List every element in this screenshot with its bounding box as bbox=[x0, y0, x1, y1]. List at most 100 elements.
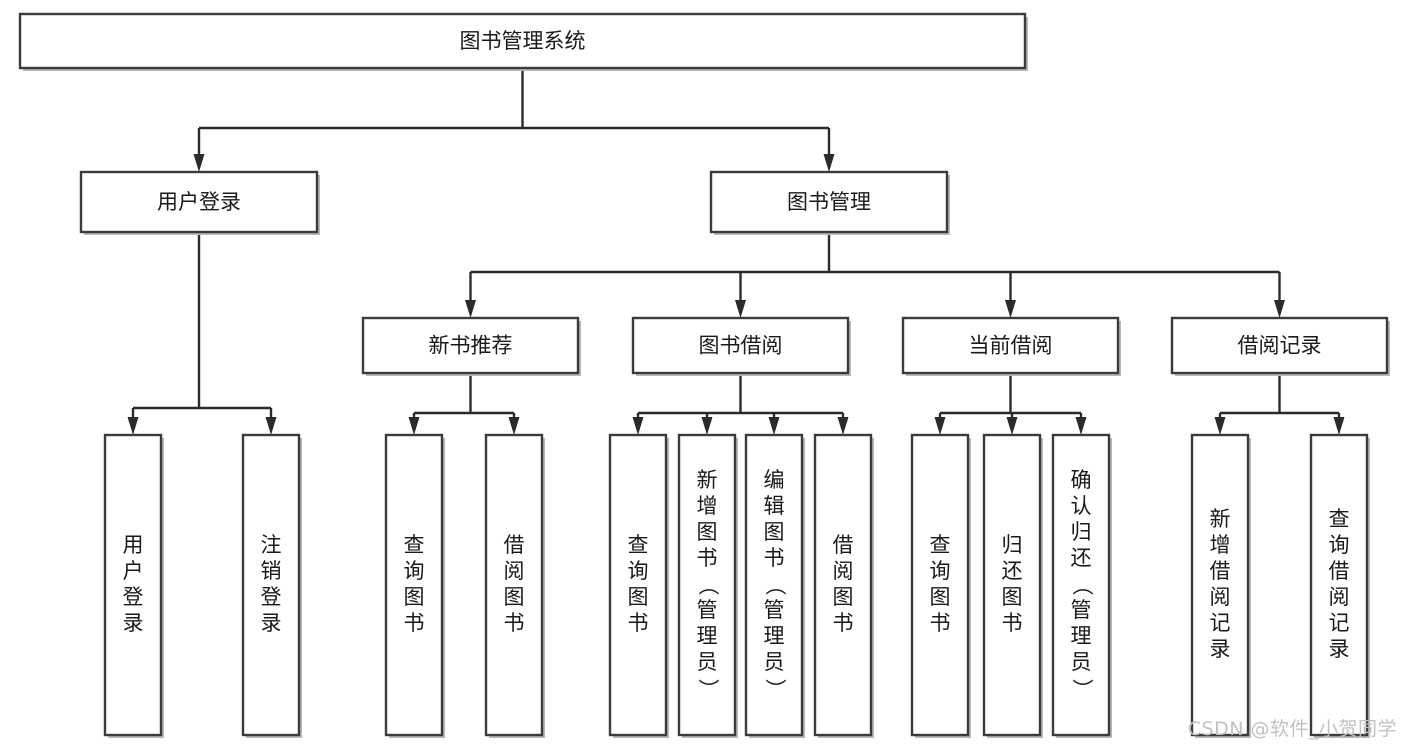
node-label-char: 阅 bbox=[1210, 585, 1231, 609]
node-label-char: 询 bbox=[1329, 533, 1350, 557]
node-label-char: 查 bbox=[404, 533, 425, 557]
node-l2-user-login[interactable]: 用户登录 bbox=[79, 170, 320, 235]
node-label-char: 辑 bbox=[764, 494, 785, 518]
box-outline bbox=[361, 316, 580, 375]
box-outline bbox=[1051, 433, 1111, 737]
node-label-char: 借 bbox=[504, 533, 525, 557]
node-label-char: 图 bbox=[697, 520, 718, 544]
arrow-head bbox=[193, 154, 205, 172]
node-label-char: 录 bbox=[261, 611, 282, 635]
node-label: 用户登录 bbox=[157, 190, 241, 214]
arrow-head bbox=[408, 417, 420, 435]
node-label-char: 图 bbox=[833, 585, 854, 609]
node-label-char: ） bbox=[696, 679, 720, 700]
node-label-char: 图 bbox=[764, 520, 785, 544]
node-label-char: 阅 bbox=[833, 559, 854, 583]
node-label-char: 管 bbox=[697, 598, 718, 622]
node-label-char: （ bbox=[696, 575, 720, 596]
box-outline bbox=[631, 316, 850, 375]
box-outline bbox=[241, 433, 301, 737]
box-outline bbox=[1190, 433, 1250, 737]
box-outline bbox=[384, 433, 444, 737]
node-label-char: 书 bbox=[930, 611, 951, 635]
node-label-char: 管 bbox=[764, 598, 785, 622]
arrow-head bbox=[735, 300, 746, 318]
node-label-char: 管 bbox=[1071, 598, 1092, 622]
arrow-head bbox=[837, 417, 849, 435]
box-outline bbox=[982, 433, 1042, 737]
node-label-char: 理 bbox=[1071, 624, 1092, 648]
box-outline bbox=[608, 433, 668, 737]
node-label-char: 书 bbox=[833, 611, 854, 635]
node-label-char: （ bbox=[1070, 575, 1094, 596]
box-outline bbox=[103, 433, 163, 737]
node-label: 当前借阅 bbox=[969, 334, 1053, 358]
node-label-char: 新 bbox=[697, 468, 718, 492]
node-label-char: 销 bbox=[261, 559, 282, 583]
node-label-char: 员 bbox=[697, 650, 718, 674]
node-label-char: 图 bbox=[628, 585, 649, 609]
node-label-char: 图 bbox=[930, 585, 951, 609]
arrow-head bbox=[508, 417, 520, 435]
node-label-char: 确 bbox=[1071, 468, 1092, 492]
node-label-char: 用 bbox=[123, 533, 144, 557]
node-label-char: 增 bbox=[697, 494, 718, 518]
node-leaf-leaf-user-login[interactable]: 用户登录 bbox=[103, 433, 164, 738]
node-label-char: 书 bbox=[504, 611, 525, 635]
node-layer: 图书管理系统用户登录图书管理新书推荐图书借阅当前借阅借阅记录用户登录注销登录查询… bbox=[18, 12, 1390, 738]
node-label-char: 认 bbox=[1071, 494, 1092, 518]
node-label-char: 注 bbox=[261, 533, 282, 557]
box-outline bbox=[79, 170, 319, 234]
node-label: 图书管理 bbox=[787, 190, 871, 214]
node-l3-new-book-recommend[interactable]: 新书推荐 bbox=[361, 316, 581, 376]
node-label-char: （ bbox=[763, 575, 787, 596]
node-root-root[interactable]: 图书管理系统 bbox=[18, 12, 1028, 71]
box-outline bbox=[484, 433, 544, 737]
node-label-char: 书 bbox=[764, 546, 785, 570]
arrow-head bbox=[1214, 417, 1226, 435]
node-label-char: 登 bbox=[261, 585, 282, 609]
node-label-char: 员 bbox=[764, 650, 785, 674]
arrow-head bbox=[127, 417, 139, 435]
node-l2-book-management[interactable]: 图书管理 bbox=[709, 170, 950, 235]
node-label-char: 录 bbox=[1210, 637, 1231, 661]
arrow-head bbox=[934, 417, 946, 435]
arrow-head bbox=[465, 300, 476, 318]
node-l3-current-borrow[interactable]: 当前借阅 bbox=[901, 316, 1121, 376]
node-label-char: 询 bbox=[404, 559, 425, 583]
node-label-char: 借 bbox=[833, 533, 854, 557]
node-label-char: 书 bbox=[1002, 611, 1023, 635]
node-label-char: 户 bbox=[123, 559, 144, 583]
node-label-char: 查 bbox=[930, 533, 951, 557]
node-label-char: 借 bbox=[1210, 559, 1231, 583]
node-label-char: 登 bbox=[123, 585, 144, 609]
connector-layer bbox=[127, 68, 1345, 435]
node-label-char: 询 bbox=[930, 559, 951, 583]
node-label-char: 查 bbox=[628, 533, 649, 557]
box-outline bbox=[910, 433, 970, 737]
node-l3-book-borrow[interactable]: 图书借阅 bbox=[631, 316, 851, 376]
node-label-char: 录 bbox=[1329, 637, 1350, 661]
node-l3-borrow-record[interactable]: 借阅记录 bbox=[1170, 316, 1390, 376]
node-label-char: 还 bbox=[1071, 546, 1092, 570]
node-label-char: 录 bbox=[123, 611, 144, 635]
arrow-head bbox=[1005, 300, 1016, 318]
arrow-head bbox=[1006, 417, 1018, 435]
node-label: 新书推荐 bbox=[429, 334, 513, 358]
arrow-head bbox=[823, 154, 835, 172]
arrow-head bbox=[701, 417, 713, 435]
